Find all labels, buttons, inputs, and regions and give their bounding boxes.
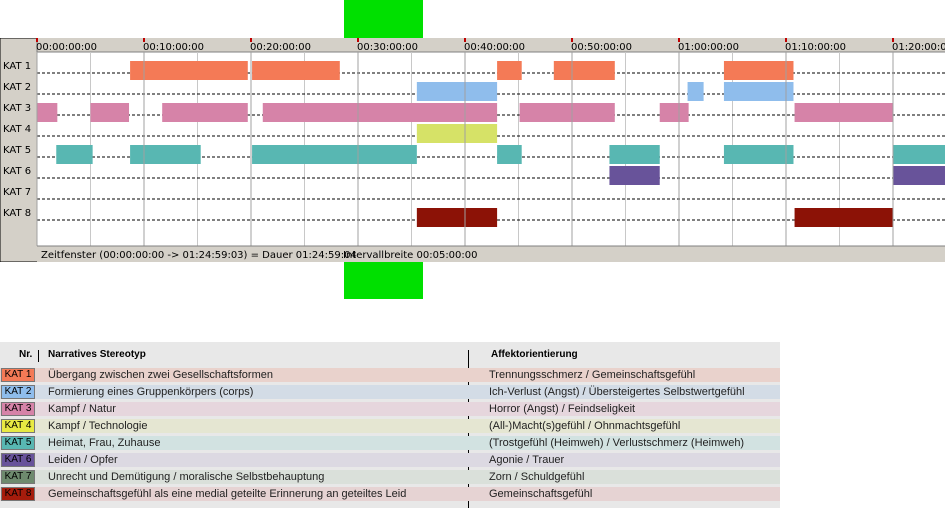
legend-header-affekt: Affektorientierung [491,349,578,360]
interval-bar [687,82,704,101]
legend-row: KAT 8 Gemeinschaftsgefühl als eine medial… [0,486,780,502]
time-tick-label: 00:30:00:00 [357,42,418,53]
legend-row: KAT 6 Leiden / Opfer Agonie / Trauer [0,452,780,468]
category-row-label: KAT 5 [3,145,31,156]
stereotyp-text: Kampf / Technologie [48,420,148,432]
interval-bar [553,61,615,80]
interval-bar [794,103,893,122]
affekt-text: (All-)Macht(s)gefühl / Ohnmachtsgefühl [489,420,681,432]
interval-bar [416,208,498,227]
stereotyp-text: Formierung eines Gruppenkörpers (corps) [48,386,254,398]
legend-row-bg [0,419,780,433]
time-tick-label: 00:40:00:00 [464,42,525,53]
category-code-badge: KAT 7 [1,470,35,484]
interval-bar [130,145,201,164]
category-code-badge: KAT 1 [1,368,35,382]
time-tick-label: 00:20:00:00 [250,42,311,53]
stereotyp-text: Leiden / Opfer [48,454,118,466]
legend-row: KAT 7 Unrecht und Demütigung / moralische… [0,469,780,485]
category-code-badge: KAT 8 [1,487,35,501]
affekt-text: (Trostgefühl (Heimweh) / Verlustschmerz … [489,437,745,449]
interval-bar [162,103,248,122]
stereotyp-text: Heimat, Frau, Zuhause [48,437,161,449]
interval-bar [723,82,794,101]
affekt-text: Ich-Verlust (Angst) / Übersteigertes Sel… [489,386,745,398]
interval-bar [519,103,615,122]
affekt-text: Agonie / Trauer [489,454,565,466]
status-bar [37,246,945,262]
category-code-badge: KAT 6 [1,453,35,467]
interval-bar [609,166,660,185]
legend-header-nr: Nr. [19,349,33,360]
green-marker-bottom [344,262,423,299]
timeline-chart: 00:00:00:00 00:10:00:00 00:20:00:00 00:30:0… [0,38,945,262]
category-code-badge: KAT 2 [1,385,35,399]
interval-bar [497,145,522,164]
category-row-label: KAT 1 [3,61,31,72]
legend-row-bg [0,487,780,501]
stereotyp-text: Gemeinschaftsgefühl als eine medial gete… [48,488,407,500]
legend-row: KAT 4 Kampf / Technologie (All-)Macht(s)ge… [0,418,780,434]
interval-bar [252,61,340,80]
category-code-badge: KAT 5 [1,436,35,450]
legend-table: Nr. Narratives Stereotyp Affektorientier… [0,342,780,508]
category-row-label: KAT 3 [3,103,31,114]
stereotyp-text: Kampf / Natur [48,403,116,415]
legend-row: KAT 5 Heimat, Frau, Zuhause (Trostgefühl (… [0,435,780,451]
interval-bar [416,124,498,143]
legend-row: KAT 3 Kampf / Natur Horror (Angst) / Feind… [0,401,780,417]
affekt-text: Gemeinschaftsgefühl [489,488,593,500]
interval-bar [497,61,522,80]
status-window-text: Zeitfenster (00:00:00:00 -> 01:24:59:03)… [41,250,357,261]
time-tick-label: 00:00:00:00 [36,42,97,53]
legend-row-bg [0,368,780,382]
time-tick-label: 00:10:00:00 [143,42,204,53]
legend-row-bg [0,402,780,416]
interval-bar [723,61,794,80]
interval-bar [794,208,893,227]
interval-bar [609,145,660,164]
interval-bar [723,145,794,164]
legend-header-stereotyp: Narratives Stereotyp [48,349,146,360]
legend-row-bg [0,436,780,450]
affekt-text: Trennungsschmerz / Gemeinschaftsgefühl [489,369,696,381]
stereotyp-text: Unrecht und Demütigung / moralische Selb… [48,471,325,483]
time-tick-label: 01:10:00:00 [785,42,846,53]
category-row-label: KAT 2 [3,82,31,93]
time-tick-label: 00:50:00:00 [571,42,632,53]
affekt-text: Horror (Angst) / Feindseligkeit [489,403,636,415]
time-tick-label: 01:00:00:00 [678,42,739,53]
category-code-badge: KAT 4 [1,419,35,433]
legend-row: KAT 1 Übergang zwischen zwei Gesellschaft… [0,367,780,383]
status-interval-text: Intervallbreite 00:05:00:00 [343,250,478,261]
interval-bar [416,82,498,101]
category-row-label: KAT 8 [3,208,31,219]
interval-bar [262,103,498,122]
category-code-badge: KAT 3 [1,402,35,416]
timeline-svg: 00:00:00:00 00:10:00:00 00:20:00:00 00:30:0… [0,38,945,262]
interval-bar [90,103,130,122]
legend-row-bg [0,453,780,467]
green-marker-top [344,0,423,38]
time-ruler [37,38,945,52]
affekt-text: Zorn / Schuldgefühl [489,471,585,483]
legend-row: KAT 2 Formierung eines Gruppenkörpers (co… [0,384,780,400]
interval-bar [37,103,58,122]
time-tick-label: 01:20:00:00 [892,42,945,53]
legend-header-divider [38,350,39,362]
stereotyp-text: Übergang zwischen zwei Gesellschaftsform… [48,369,273,381]
legend-row-bg [0,470,780,484]
interval-bar [893,145,945,164]
interval-bar [893,166,945,185]
interval-bar [130,61,248,80]
category-row-label: KAT 6 [3,166,31,177]
interval-bar [659,103,689,122]
legend-row-bg [0,385,780,399]
category-row-label: KAT 4 [3,124,31,135]
category-row-label: KAT 7 [3,187,31,198]
interval-bar [56,145,93,164]
interval-bar [252,145,417,164]
